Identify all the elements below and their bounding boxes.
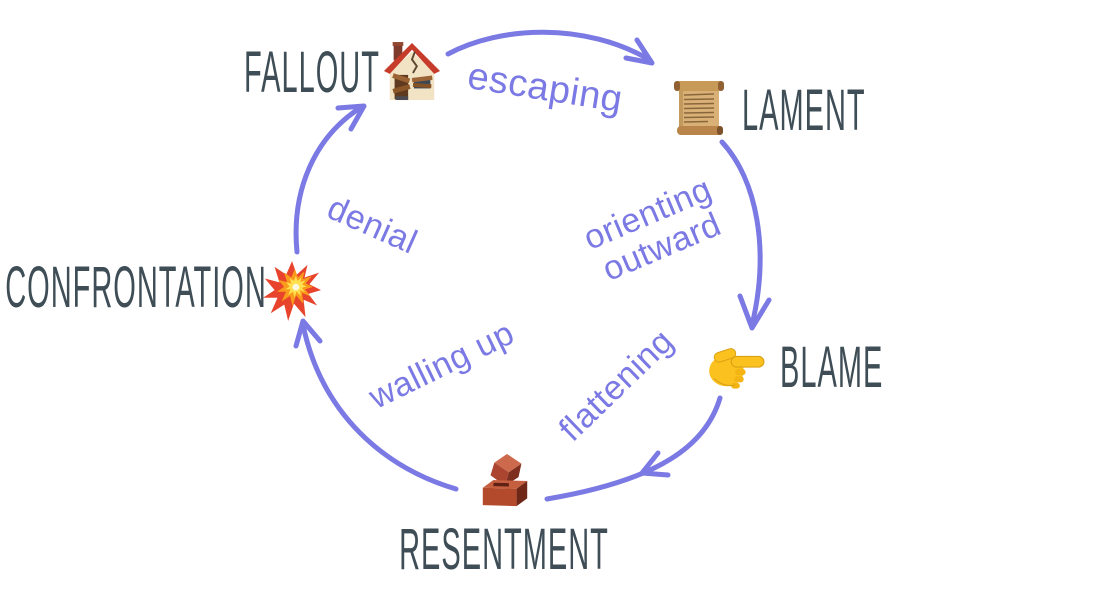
derelict-house-icon xyxy=(383,38,441,106)
arrow-blame-to-resentment xyxy=(544,395,723,502)
collision-icon xyxy=(263,261,321,323)
arrow-lament-to-blame xyxy=(719,139,772,331)
arrow-fallout-to-lament xyxy=(445,29,655,66)
arrow-resentment-to-confrontation xyxy=(293,318,459,492)
arrow-confrontation-to-fallout xyxy=(293,103,367,255)
node-label-lament: LAMENT xyxy=(742,78,866,143)
node-label-blame: BLAME xyxy=(780,335,884,400)
node-label-resentment: RESENTMENT xyxy=(399,517,609,582)
node-label-fallout: FALLOUT xyxy=(244,40,380,105)
node-label-confrontation: CONFRONTATION xyxy=(5,255,267,320)
brick-icon xyxy=(477,451,533,511)
scroll-icon xyxy=(672,78,728,138)
pointing-finger-icon xyxy=(706,344,768,392)
